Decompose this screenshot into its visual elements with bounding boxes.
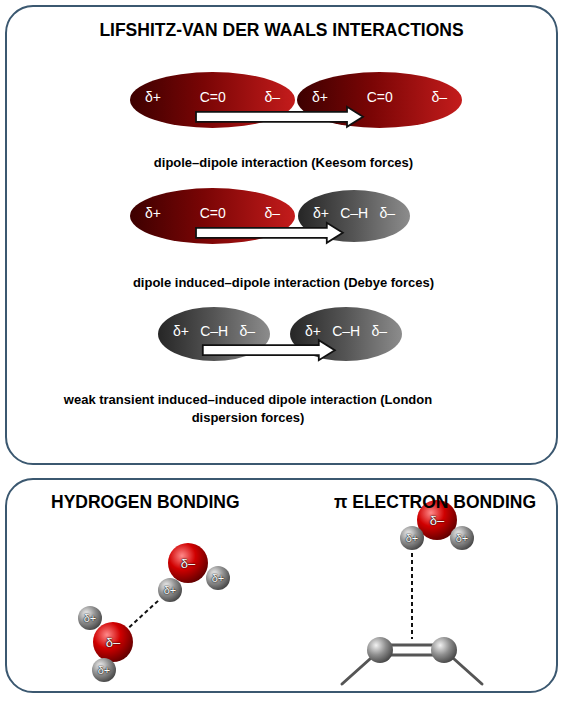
molecule-ellipse: δ+ C–H δ–: [158, 307, 270, 361]
shape-fill: [290, 307, 402, 361]
hydrogen-atom: δ+: [206, 566, 230, 590]
formula-text: C=0: [367, 89, 393, 105]
panel-heading: HYDROGEN BONDING: [51, 492, 240, 691]
charge-label: δ+: [212, 572, 225, 585]
shape-fill: [206, 566, 230, 590]
caption-text: dipole–dipole interaction (Keesom forces…: [0, 154, 567, 172]
shape-fill: [130, 72, 295, 128]
carbon-atom: [367, 637, 393, 663]
formula-text: δ+: [145, 205, 161, 221]
alkene-sticks: [342, 645, 482, 684]
carbon-atom: [431, 637, 457, 663]
panel-heading: LIFSHITZ-VAN DER WAALS INTERACTIONS: [7, 20, 556, 41]
pi-bond-dash: [411, 553, 413, 639]
formula-text: δ+: [305, 323, 321, 339]
double-bond: [390, 644, 434, 647]
hydrogen-atom: δ+: [78, 606, 102, 630]
molecule-ellipse: δ+ C–H δ–: [298, 190, 410, 242]
formula-text: δ–: [371, 323, 387, 339]
charge-label: δ+: [84, 612, 97, 625]
shape-fill: [78, 606, 102, 630]
hydrogen-atom: δ+: [158, 578, 182, 602]
shape-fill: [450, 526, 474, 550]
side-bond: [444, 650, 482, 684]
shape-fill: [130, 188, 295, 244]
formula-text: C–H: [340, 205, 368, 221]
charge-label: δ–: [181, 557, 195, 570]
formula-text: C=0: [200, 89, 226, 105]
formula-text: δ+: [313, 205, 329, 221]
oxygen-atom: δ–: [168, 543, 208, 583]
shape-fill: [93, 622, 133, 662]
hydrogen-bond-dash: [129, 599, 159, 627]
molecule-ellipse: δ+ C–H δ–: [290, 307, 402, 361]
shape-fill: [158, 307, 270, 361]
oxygen-atom: δ–: [93, 622, 133, 662]
shape-fill: [297, 72, 462, 128]
hydrogen-atom: δ+: [450, 526, 474, 550]
formula-text: δ+: [145, 89, 161, 105]
formula-text: C–H: [200, 323, 228, 339]
shape-fill: [168, 543, 208, 583]
formula-text: δ–: [239, 323, 255, 339]
molecule-ellipse: δ+ C=0 δ–: [130, 188, 295, 244]
molecule-ellipse: δ+ C=0 δ–: [297, 72, 462, 128]
shape-fill: [298, 190, 410, 242]
caption-text: dipole induced–dipole interaction (Debye…: [0, 274, 567, 292]
hydrogen-atom: δ+: [92, 658, 116, 682]
caption-wrap: dipole–dipole interaction (Keesom forces…: [0, 154, 567, 172]
charge-label: δ+: [164, 584, 177, 597]
formula-text: δ–: [379, 205, 395, 221]
shape-fill: [400, 526, 424, 550]
caption-wrap: dipole induced–dipole interaction (Debye…: [0, 274, 567, 292]
formula-text: C=0: [200, 205, 226, 221]
charge-label: δ+: [456, 532, 469, 545]
hydrogen-atom: δ+: [400, 526, 424, 550]
caption-text: weak transient induced–induced dipole in…: [58, 391, 438, 427]
double-bond: [390, 654, 434, 657]
formula-text: δ+: [173, 323, 189, 339]
formula-text: δ+: [312, 89, 328, 105]
charge-label: δ+: [98, 664, 111, 677]
charge-label: δ–: [430, 514, 444, 527]
shape-fill: [92, 658, 116, 682]
shape-fill: [158, 578, 182, 602]
caption-wrap: weak transient induced–induced dipole in…: [58, 391, 438, 427]
formula-text: δ–: [264, 205, 280, 221]
charge-label: δ+: [406, 532, 419, 545]
charge-label: δ–: [106, 636, 120, 649]
side-bond: [342, 650, 380, 684]
formula-text: C–H: [332, 323, 360, 339]
molecule-ellipse: δ+ C=0 δ–: [130, 72, 295, 128]
formula-text: δ–: [264, 89, 280, 105]
group-panel: HYDROGEN BONDINGπ ELECTRON BONDINGδ–δ+δ+…: [5, 478, 558, 693]
formula-text: δ–: [431, 89, 447, 105]
